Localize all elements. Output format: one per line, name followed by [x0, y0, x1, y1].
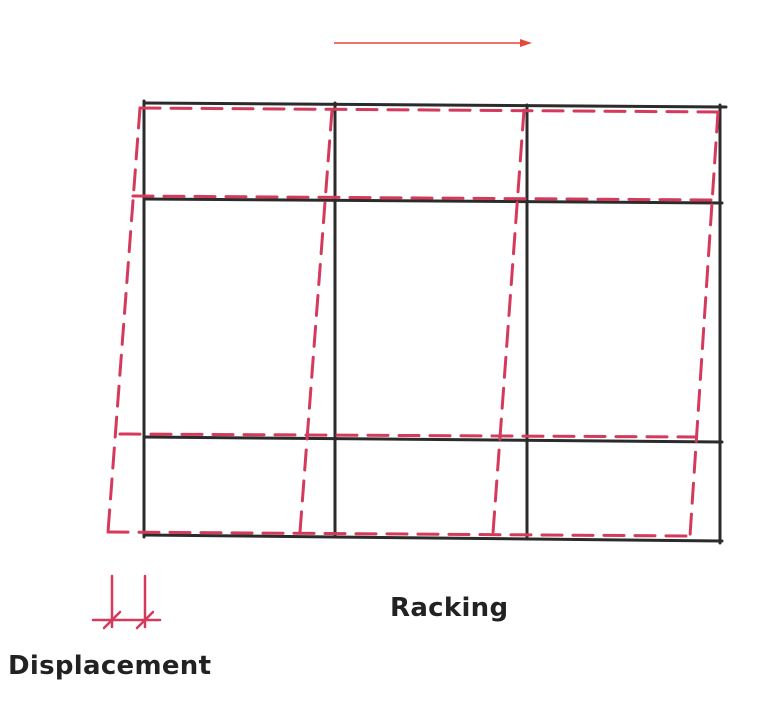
- deformed-upper-beam: [131, 194, 714, 202]
- deformed-top-beam: [138, 106, 720, 114]
- original-frame: [142, 99, 728, 545]
- frame-bottom-beam: [142, 533, 724, 543]
- load-arrow: [334, 39, 532, 47]
- deformed-column-3: [491, 108, 526, 535]
- deformed-column-1: [106, 106, 142, 534]
- frame-upper-beam: [142, 197, 724, 205]
- displacement-label: Displacement: [8, 651, 212, 681]
- deformed-column-4: [688, 110, 720, 538]
- displacement-marker: [91, 574, 162, 630]
- deformed-bottom-beam: [106, 530, 692, 538]
- deformed-frame: [106, 106, 720, 538]
- deformed-column-2: [298, 108, 334, 534]
- frame-lower-beam: [142, 435, 724, 444]
- racking-label: Racking: [390, 593, 509, 623]
- deformed-lower-beam: [118, 432, 698, 439]
- frame-top-beam: [142, 101, 728, 109]
